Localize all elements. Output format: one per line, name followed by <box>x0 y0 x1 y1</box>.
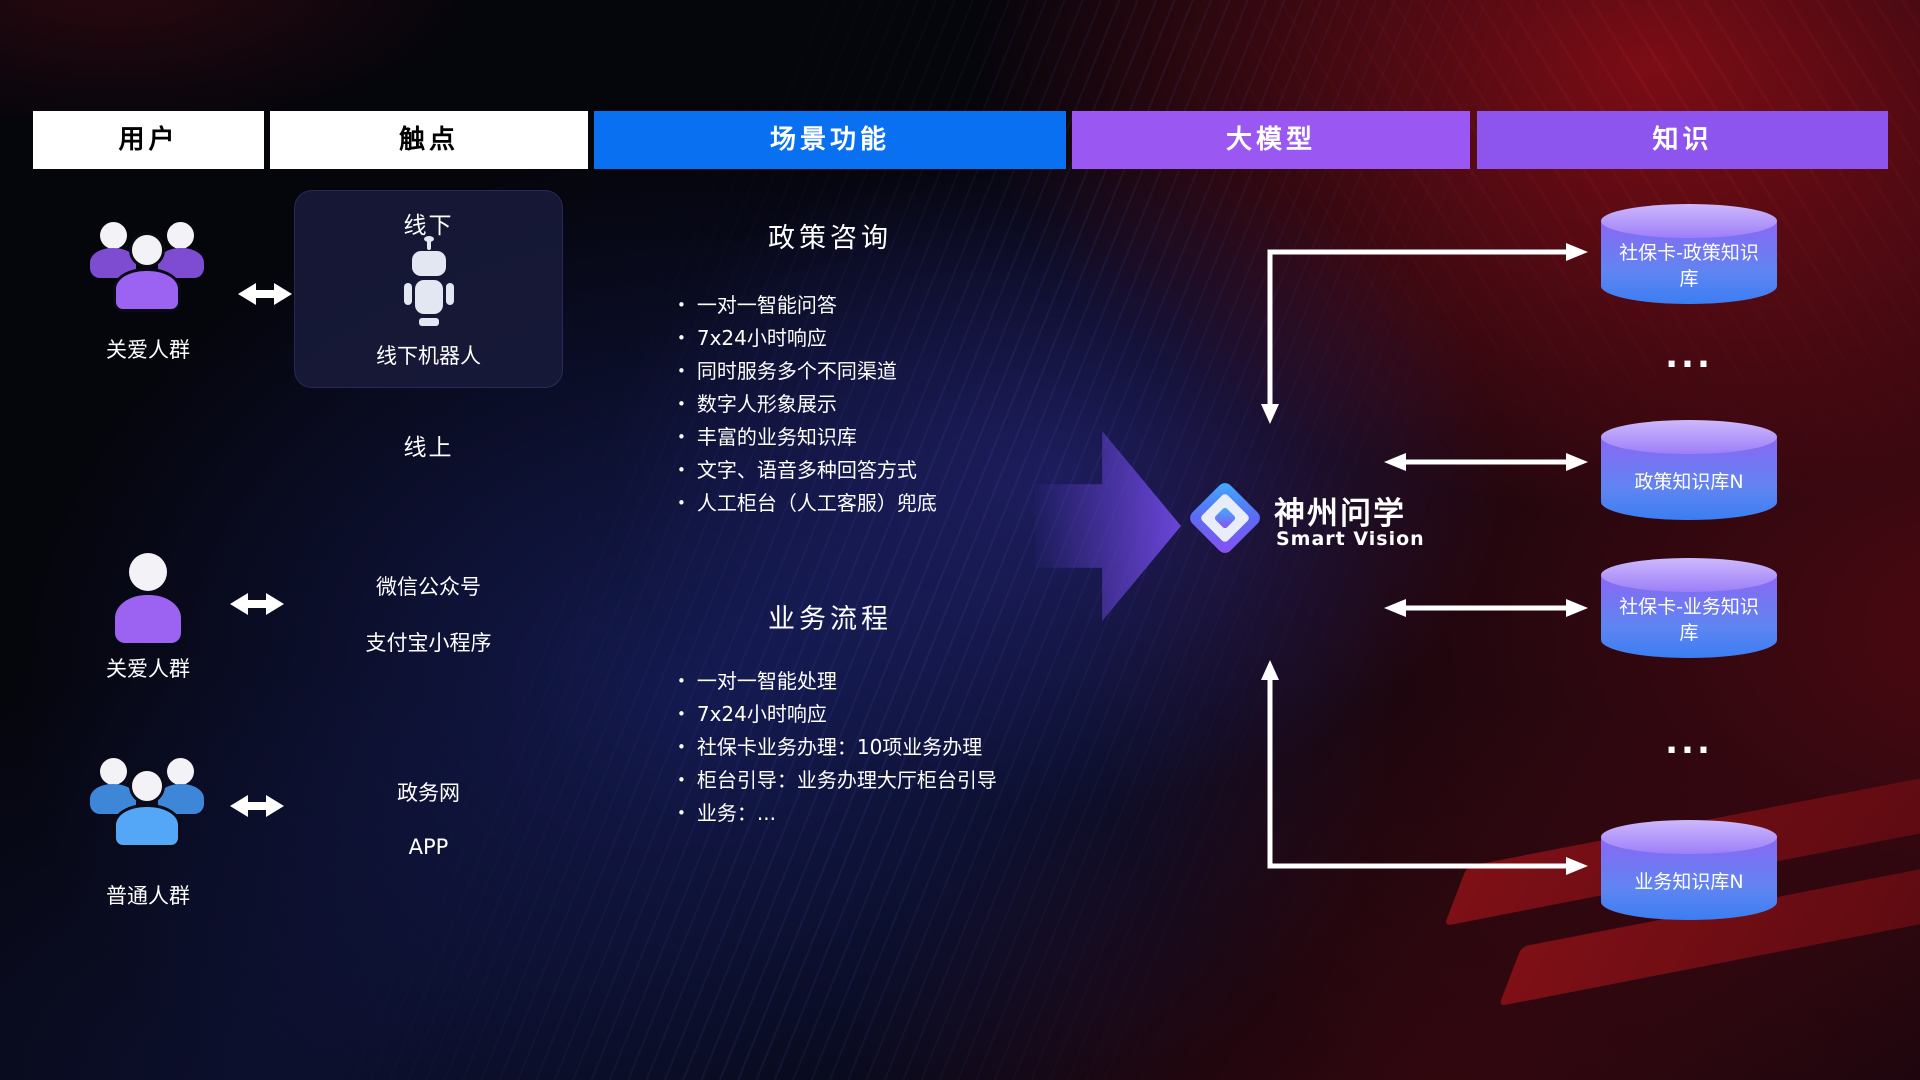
knowledge-db-2: 政策知识库N <box>1601 420 1777 520</box>
scene1-bullet: 丰富的业务知识库 <box>677 421 937 454</box>
online-title: 线上 <box>403 435 454 461</box>
diamond-logo-icon <box>1186 479 1264 557</box>
offline-title: 线下 <box>403 213 454 239</box>
column-header-knowledge: 知识 <box>1477 111 1888 169</box>
offline-robot-label: 线下机器人 <box>376 344 481 368</box>
scene1-bullet: 人工柜台（人工客服）兜底 <box>677 487 937 520</box>
arrow-model-db3 <box>1384 599 1588 617</box>
scene2-bullet: 一对一智能处理 <box>677 665 997 698</box>
column-header-model: 大模型 <box>1072 111 1470 169</box>
arrow-model-db1 <box>1261 243 1588 424</box>
arrow-user1-touchpoint <box>238 283 292 305</box>
touchpoint-app: APP <box>408 835 449 859</box>
user-group1-label: 关爱人群 <box>106 338 190 362</box>
knowledge-ellipsis-1: ... <box>1665 336 1713 376</box>
scene1-bullet: 同时服务多个不同渠道 <box>677 355 937 388</box>
touchpoint-wechat: 微信公众号 <box>376 575 481 599</box>
user-group-blue-icon <box>87 748 209 858</box>
flow-arrow-icon <box>1035 431 1181 621</box>
column-header-scenes: 场景功能 <box>594 111 1066 169</box>
knowledge-db-1: 社保卡-政策知识库 <box>1601 204 1777 304</box>
user-group-purple-icon <box>87 212 209 322</box>
user-single-purple-icon <box>104 553 192 649</box>
scene1-bullet: 文字、语音多种回答方式 <box>677 454 937 487</box>
scene1-bullet-list: 一对一智能问答 7x24小时响应 同时服务多个不同渠道 数字人形象展示 丰富的业… <box>677 289 937 520</box>
scene2-bullet: 柜台引导：业务办理大厅柜台引导 <box>677 764 997 797</box>
knowledge-db-4-label: 业务知识库N <box>1634 871 1744 894</box>
touchpoint-govweb: 政务网 <box>397 781 460 805</box>
scene2-bullet-list: 一对一智能处理 7x24小时响应 社保卡业务办理：10项业务办理 柜台引导：业务… <box>677 665 997 830</box>
knowledge-db-2-label: 政策知识库N <box>1634 471 1744 494</box>
model-name: 神州问学 <box>1274 496 1406 532</box>
scene1-bullet: 7x24小时响应 <box>677 322 937 355</box>
arrow-user3-touchpoint <box>230 795 284 817</box>
knowledge-db-3: 社保卡-业务知识库 <box>1601 558 1777 658</box>
knowledge-db-1-label: 社保卡-政策知识库 <box>1619 242 1759 290</box>
knowledge-ellipsis-2: ... <box>1665 722 1713 762</box>
arrow-user2-touchpoint <box>230 593 284 615</box>
model-subtitle: Smart Vision <box>1276 528 1425 550</box>
scene1-title: 政策咨询 <box>768 223 892 254</box>
scene1-bullet: 一对一智能问答 <box>677 289 937 322</box>
scene2-title: 业务流程 <box>768 604 892 635</box>
scene1-bullet: 数字人形象展示 <box>677 388 937 421</box>
scene2-bullet: 社保卡业务办理：10项业务办理 <box>677 731 997 764</box>
knowledge-db-3-label: 社保卡-业务知识库 <box>1619 596 1759 644</box>
arrow-model-db4 <box>1261 660 1588 875</box>
user-single-label: 关爱人群 <box>106 657 190 681</box>
scene2-bullet: 业务：... <box>677 797 997 830</box>
knowledge-db-4: 业务知识库N <box>1601 820 1777 920</box>
column-header-users: 用户 <box>33 111 264 169</box>
user-group2-label: 普通人群 <box>106 884 190 908</box>
scene2-bullet: 7x24小时响应 <box>677 698 997 731</box>
arrow-model-db2 <box>1384 453 1588 471</box>
touchpoint-alipay: 支付宝小程序 <box>365 631 492 655</box>
column-header-touchpoints: 触点 <box>270 111 588 169</box>
robot-icon <box>401 236 457 328</box>
